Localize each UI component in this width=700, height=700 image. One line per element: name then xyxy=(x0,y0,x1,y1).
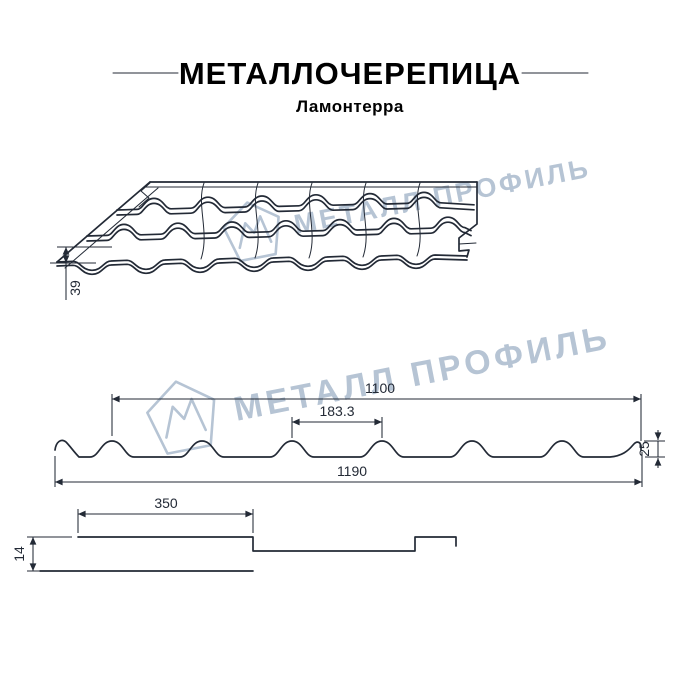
dimension-label: 25 xyxy=(636,441,652,457)
watermark-middle: МЕТАЛЛ ПРОФИЛЬ xyxy=(146,318,614,455)
barge-edge xyxy=(56,181,151,263)
wave-column-line xyxy=(200,182,205,260)
eave-edge xyxy=(56,254,468,272)
profile-curve xyxy=(54,439,642,458)
dimension-1100: 1100 xyxy=(111,380,642,441)
dimension-14: 14 xyxy=(11,536,72,572)
wave-column-line xyxy=(254,182,259,259)
barge-step-detail xyxy=(138,182,151,208)
dimension-1190: 1190 xyxy=(54,452,643,487)
watermark-text: МЕТАЛЛ ПРОФИЛЬ xyxy=(292,153,594,240)
dimension-label: 1190 xyxy=(337,463,367,479)
barge-edge-inner xyxy=(64,187,159,269)
profile-section: 1100 183.3 25 1190 xyxy=(54,380,665,487)
step-profile-line xyxy=(77,536,457,552)
wave-column-line xyxy=(362,182,367,258)
page-subtitle: Ламонтерра xyxy=(296,97,404,116)
dimension-350: 350 xyxy=(77,495,254,533)
page-title: МЕТАЛЛОЧЕРЕПИЦА xyxy=(179,56,521,91)
header: МЕТАЛЛОЧЕРЕПИЦА Ламонтерра xyxy=(112,56,589,116)
dimension-label: 39 xyxy=(67,280,83,296)
dimension-label: 183.3 xyxy=(319,403,354,419)
watermark-upper: МЕТАЛЛ ПРОФИЛЬ xyxy=(222,153,594,263)
dimension-39: 39 xyxy=(50,246,112,300)
dimension-25: 25 xyxy=(636,430,665,468)
wave-column-line xyxy=(308,182,313,259)
dimension-183: 183.3 xyxy=(291,403,383,438)
dimension-label: 350 xyxy=(154,495,178,511)
tile-row-line xyxy=(86,216,472,237)
perspective-view: 39 xyxy=(50,181,478,300)
tile-row-line xyxy=(116,191,475,211)
longitudinal-section: 350 14 xyxy=(11,495,457,572)
brand-logo-mark-icon xyxy=(165,397,207,439)
dimension-label: 14 xyxy=(11,546,27,562)
watermark-text: МЕТАЛЛ ПРОФИЛЬ xyxy=(231,318,614,428)
dimension-label: 1100 xyxy=(365,380,395,396)
sheet-right-notch xyxy=(458,242,477,245)
wave-column-line xyxy=(416,182,421,257)
